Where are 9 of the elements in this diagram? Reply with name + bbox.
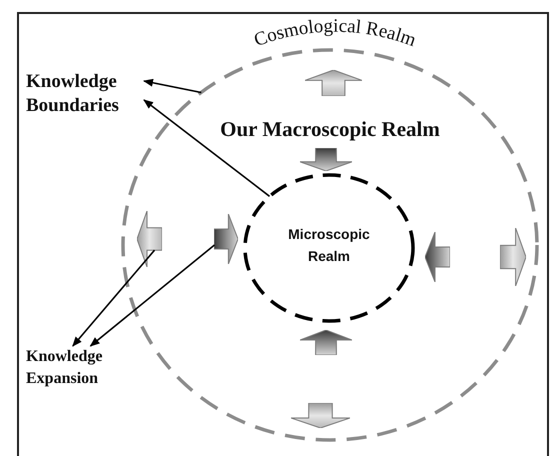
region-title: Our Macroscopic Realm (220, 117, 440, 141)
arrow (90, 244, 215, 347)
arrow (143, 99, 270, 197)
callout-text: Knowledge Boundaries (26, 70, 120, 118)
callout-text: Knowledge Expansion (26, 347, 104, 389)
arrow (143, 78, 202, 94)
curved-title: Cosmological Realm (251, 16, 419, 52)
region-label: Microscopic Realm (287, 225, 371, 266)
arrow (72, 250, 156, 347)
